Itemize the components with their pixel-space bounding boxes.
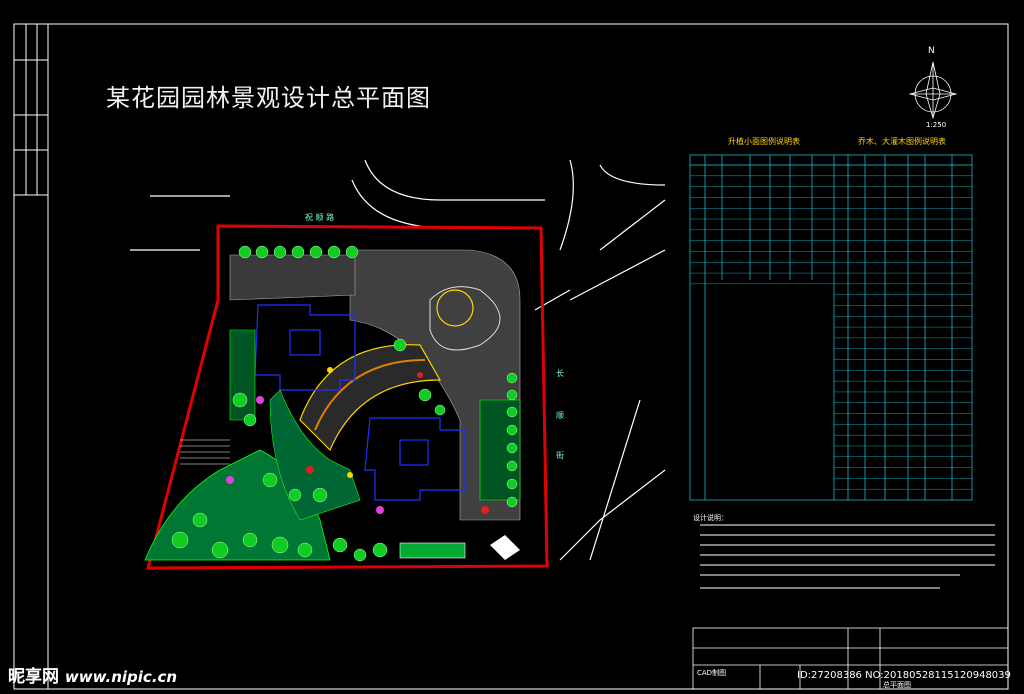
road-label-right-1: 长 [556,369,564,378]
paved-plaza [349,249,521,521]
left-stairs [180,439,230,465]
image-id-line: ID:27208386 NO:20180528115120948039 [797,670,1011,681]
sheet-label: 总平面图 [883,681,911,689]
road-label-right-2: 顺 [556,411,564,420]
plant-masses [144,329,521,561]
site-boundary [146,224,549,570]
scale-label: 1:250 [926,121,947,129]
circular-feature [436,289,474,327]
watermark-url: www.nipic.cn [64,668,178,686]
arc-walkway [299,344,442,452]
drawing-title: 某花园园林景观设计总平面图 [106,84,431,112]
legend-table [689,154,973,501]
north-arrow [908,61,958,120]
north-label: N [928,46,935,56]
accent-plants [226,367,489,514]
road-label-right-3: 街 [556,451,564,460]
tree-canopies [171,245,518,562]
watermark: 昵享网 www.nipic.cn [8,662,177,687]
plaza-top-strip [229,254,356,301]
roads [130,159,666,561]
legend-left-heading: 升植小面图例说明表 [728,137,800,146]
legend-table-rows [690,175,972,490]
title-block [692,627,1009,690]
road-label-top: 祝 顺 路 [305,213,335,222]
watermark-brand: 昵享网 [8,667,59,687]
bottom-planter [399,542,466,559]
legend-right-heading: 乔木、大灌木图例说明表 [858,137,946,146]
buildings [254,304,466,501]
design-notes-text [700,524,995,589]
design-notes-heading: 设计说明： [693,514,728,522]
cad-label: CAD制图 [697,669,727,677]
left-title-strip [14,24,48,196]
curved-path [429,286,501,351]
